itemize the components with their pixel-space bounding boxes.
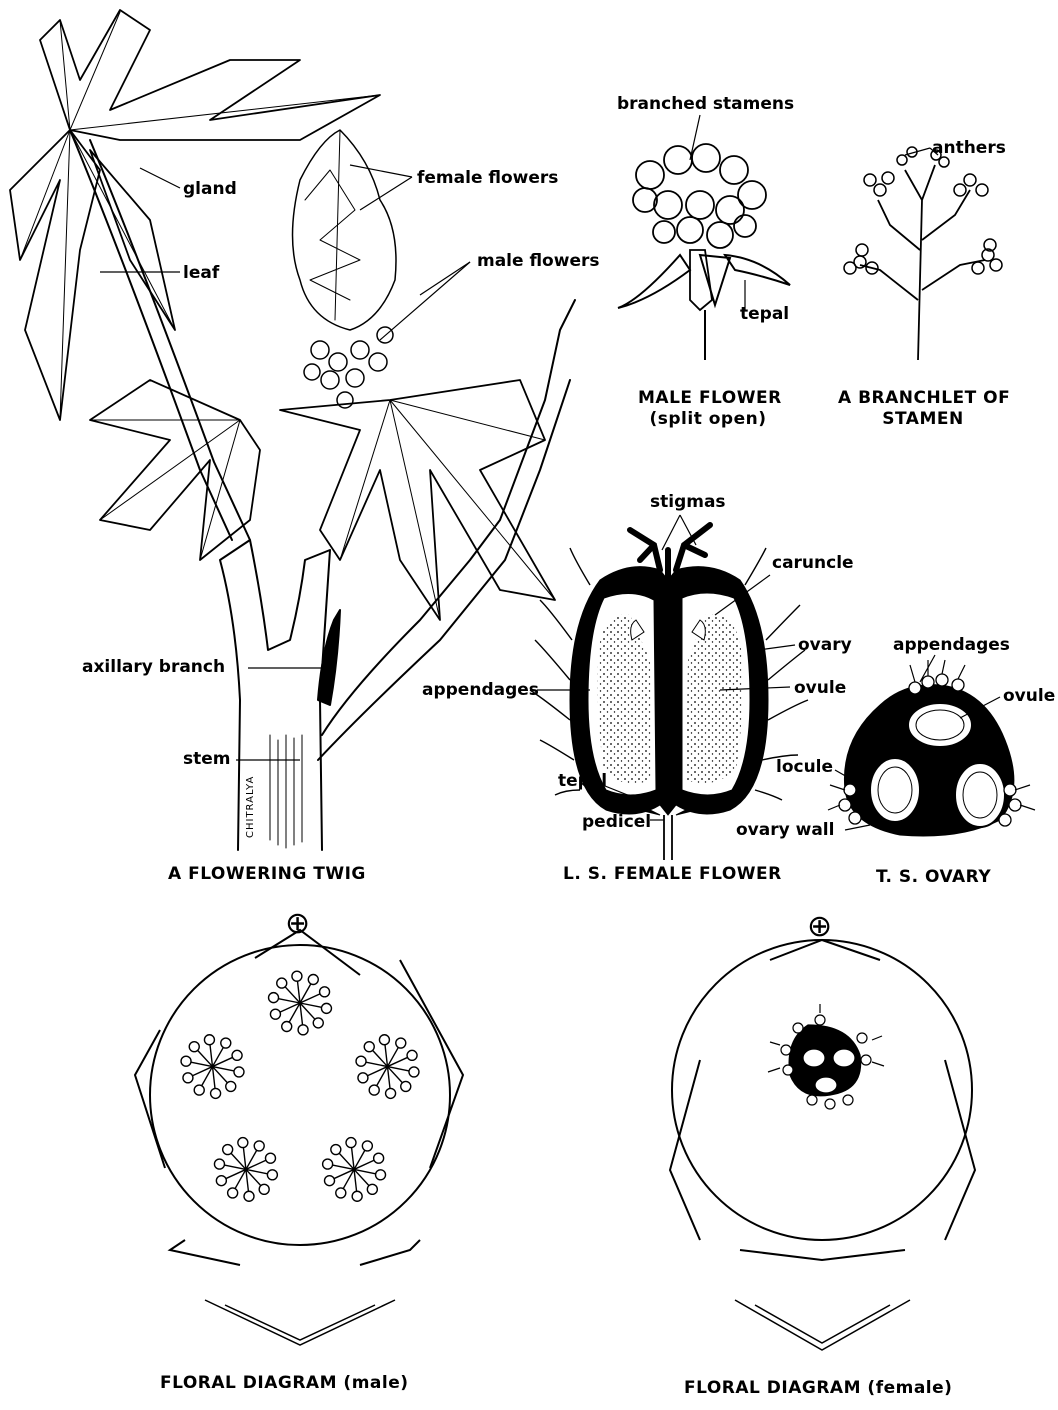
artist-signature: CHITRALYA xyxy=(245,776,256,838)
stamen-bundle xyxy=(214,1138,277,1202)
caption-floral-diagram-male: FLORAL DIAGRAM (male) xyxy=(160,1373,409,1394)
label-caruncle: caruncle xyxy=(772,555,854,572)
label-ovule-ts: ovule xyxy=(1003,688,1055,705)
actinomorphic-symbol-male: ⊕ xyxy=(285,909,310,939)
label-anthers: anthers xyxy=(932,140,1006,157)
label-ovary-wall: ovary wall xyxy=(736,822,834,839)
ovary-ts-drawing xyxy=(828,655,1035,836)
caption-ls-female: L. S. FEMALE FLOWER xyxy=(563,864,782,885)
label-stigmas: stigmas xyxy=(650,494,726,511)
caption-flowering-twig: A FLOWERING TWIG xyxy=(168,864,366,885)
flowering-twig-drawing xyxy=(0,0,575,850)
label-female-flowers: female flowers xyxy=(417,170,558,187)
stamen-branchlet-drawing xyxy=(844,147,1002,360)
anther-clusters xyxy=(844,147,1002,274)
stamen-bundle xyxy=(356,1035,419,1099)
branchlet-stalk xyxy=(860,165,985,360)
female-sepals xyxy=(670,940,975,1260)
label-ovule-ls: ovule xyxy=(794,680,846,697)
male-bract xyxy=(205,1300,395,1345)
label-pedicel: pedicel xyxy=(582,814,651,831)
stamen-bundle xyxy=(269,971,332,1035)
male-diagram-circle xyxy=(150,945,450,1245)
label-axillary-branch: axillary branch xyxy=(82,659,225,676)
caption-branchlet-line2: STAMEN xyxy=(838,409,1008,430)
stem-hatching xyxy=(270,735,302,848)
label-leaf: leaf xyxy=(183,265,219,282)
main-stem xyxy=(220,540,330,850)
actinomorphic-symbol-female: ⊕ xyxy=(807,912,832,942)
label-stem: stem xyxy=(183,751,231,768)
caption-male-flower-line1: MALE FLOWER xyxy=(638,388,778,409)
axillary-bud xyxy=(318,610,340,705)
floral-diagram-male xyxy=(135,930,463,1345)
label-tepal-female: tepal xyxy=(558,773,607,790)
caption-ts-ovary: T. S. OVARY xyxy=(876,867,991,888)
male-flower-buds xyxy=(304,327,393,408)
label-locule: locule xyxy=(776,759,833,776)
label-appendages-ts: appendages xyxy=(893,637,1010,654)
female-bract xyxy=(735,1300,910,1350)
label-ovary-ls: ovary xyxy=(798,637,852,654)
label-branched-stamens: branched stamens xyxy=(617,96,794,113)
lower-left-leaf xyxy=(90,380,260,560)
female-ovary-mini xyxy=(768,1004,884,1109)
female-flower-ls-drawing xyxy=(530,515,808,860)
male-stamen-cluster xyxy=(633,144,766,248)
stamen-bundle xyxy=(181,1035,244,1099)
label-appendages-ls: appendages xyxy=(422,682,539,699)
male-stamen-bundles xyxy=(181,971,419,1201)
label-male-flowers: male flowers xyxy=(477,253,599,270)
caption-floral-diagram-female: FLORAL DIAGRAM (female) xyxy=(684,1378,952,1399)
caption-branchlet: A BRANCHLET OF STAMEN xyxy=(838,388,1008,431)
inflorescence-female xyxy=(293,130,397,330)
caption-male-flower: MALE FLOWER (split open) xyxy=(638,388,778,431)
caption-male-flower-line2: (split open) xyxy=(638,409,778,430)
right-leaf xyxy=(280,380,555,620)
female-pedicel xyxy=(664,815,672,860)
male-tepals xyxy=(618,255,790,308)
label-gland: gland xyxy=(183,181,237,198)
label-tepal-male: tepal xyxy=(740,306,789,323)
stamen-bundle xyxy=(323,1138,386,1202)
floral-diagram-female xyxy=(670,940,975,1350)
caption-branchlet-line1: A BRANCHLET OF xyxy=(838,388,1008,409)
